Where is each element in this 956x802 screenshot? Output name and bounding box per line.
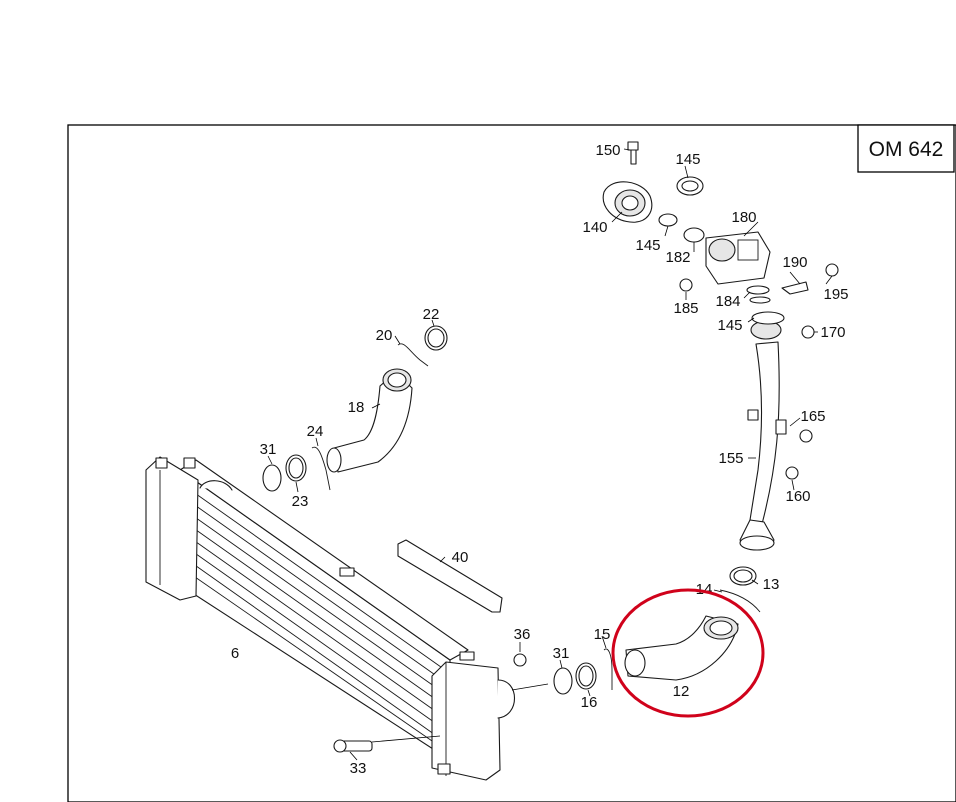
callout-140: 140 bbox=[582, 219, 607, 236]
callout-20: 20 bbox=[376, 327, 393, 344]
callout-12: 12 bbox=[673, 683, 690, 700]
callout-184: 184 bbox=[715, 293, 740, 310]
upper-hose-part-18 bbox=[262, 325, 448, 492]
callout-15: 15 bbox=[594, 626, 611, 643]
leader-lines bbox=[267, 148, 833, 761]
callout-31-top: 31 bbox=[260, 441, 277, 458]
callout-33: 33 bbox=[350, 760, 367, 777]
engine-tag-text: OM 642 bbox=[869, 138, 944, 161]
lower-hose-part-12 bbox=[333, 566, 761, 753]
callout-170: 170 bbox=[820, 324, 845, 341]
callout-14: 14 bbox=[696, 581, 713, 598]
callout-36: 36 bbox=[514, 626, 531, 643]
callout-165: 165 bbox=[800, 408, 825, 425]
callout-145-mid: 145 bbox=[635, 237, 660, 254]
callout-31-low: 31 bbox=[553, 645, 570, 662]
callout-13: 13 bbox=[763, 576, 780, 593]
callout-40: 40 bbox=[452, 549, 469, 566]
engine-tag: OM 642 bbox=[857, 124, 955, 173]
callout-6: 6 bbox=[231, 645, 239, 662]
callout-23: 23 bbox=[292, 493, 309, 510]
callout-182: 182 bbox=[665, 249, 690, 266]
diagram-frame bbox=[67, 124, 956, 802]
callout-18: 18 bbox=[348, 399, 365, 416]
callout-150: 150 bbox=[595, 142, 620, 159]
callout-145-top: 145 bbox=[675, 151, 700, 168]
callout-195: 195 bbox=[823, 286, 848, 303]
callout-160: 160 bbox=[785, 488, 810, 505]
callout-190: 190 bbox=[782, 254, 807, 271]
charge-air-pipe-part-155 bbox=[739, 320, 787, 551]
strip-part-40 bbox=[397, 539, 503, 613]
highlight-circle bbox=[611, 588, 765, 718]
callout-180: 180 bbox=[731, 209, 756, 226]
callout-22: 22 bbox=[423, 306, 440, 323]
callout-155: 155 bbox=[718, 450, 743, 467]
callout-24: 24 bbox=[307, 423, 324, 440]
callout-185: 185 bbox=[673, 300, 698, 317]
callout-145-low: 145 bbox=[717, 317, 742, 334]
callout-16: 16 bbox=[581, 694, 598, 711]
intercooler-part-6 bbox=[145, 456, 515, 781]
throttle-assembly bbox=[602, 141, 839, 480]
callout-labels: 150 145 140 145 180 182 190 195 185 184 … bbox=[231, 142, 849, 777]
